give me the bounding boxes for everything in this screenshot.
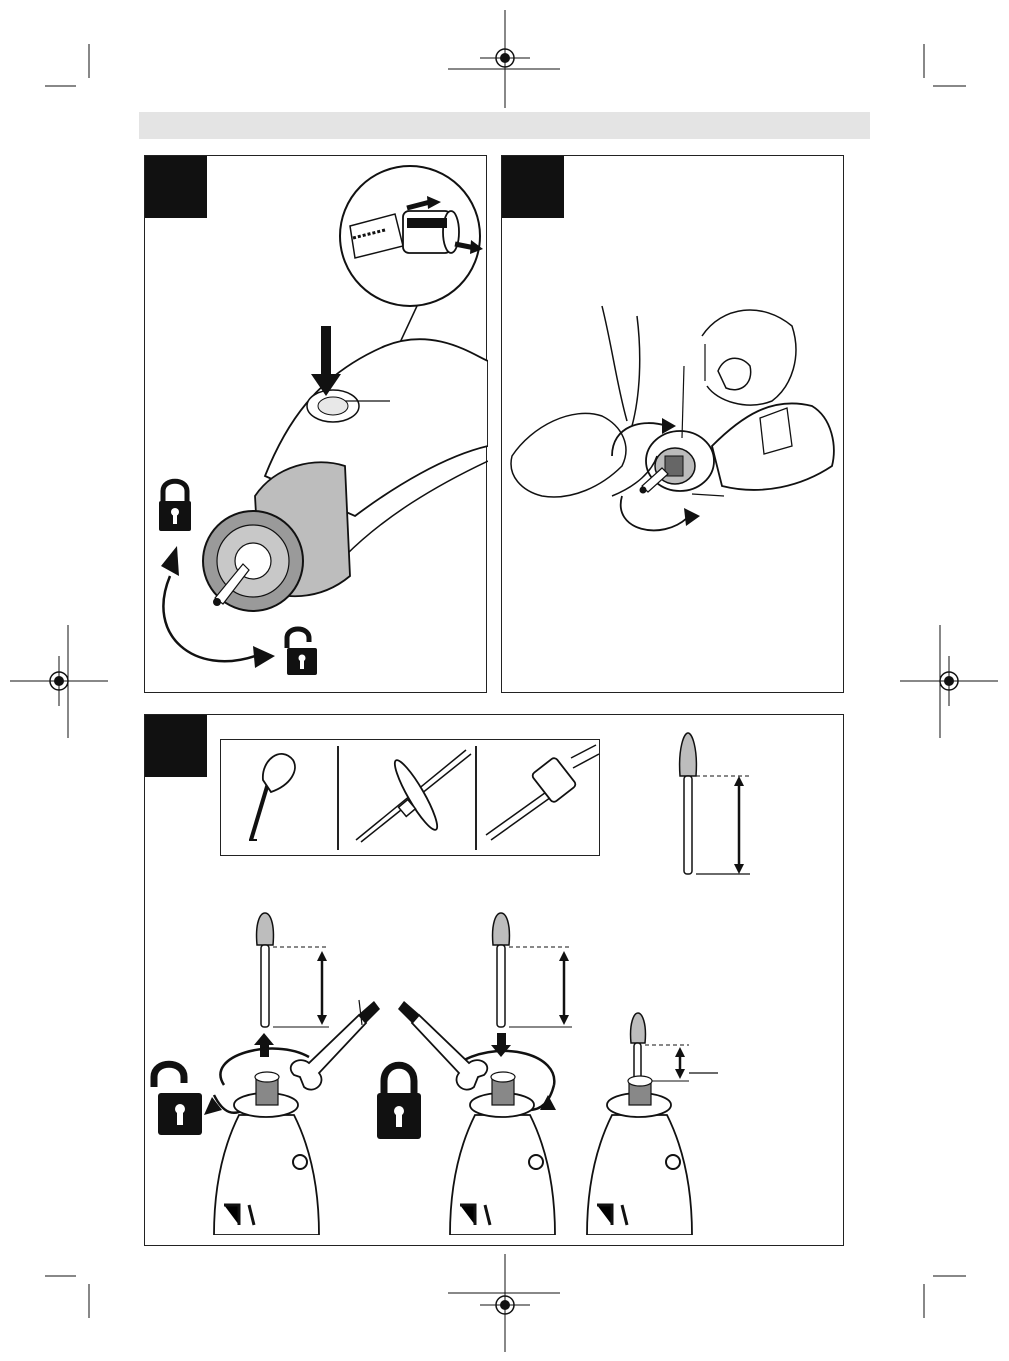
spindle-lock-button-icon (307, 390, 359, 422)
tool-lock-illustration (145, 156, 488, 694)
registration-mark-left (10, 656, 108, 706)
grinding-stone-accessory (249, 754, 295, 840)
figure-panel-b (501, 155, 844, 693)
lock-icon (377, 1065, 421, 1139)
unlock-icon (287, 629, 317, 675)
registration-mark-top (480, 10, 530, 108)
hand-tightening-illustration (502, 156, 845, 694)
lock-icon (159, 481, 191, 531)
cutting-disc-accessory (356, 750, 471, 842)
figure-number-tab (145, 715, 207, 777)
registration-mark-right (900, 656, 998, 706)
mandrel-accessory (486, 745, 599, 840)
push-arrow-icon (254, 1033, 274, 1057)
unlock-icon (154, 1064, 202, 1135)
battery-inset (340, 166, 483, 306)
registration-mark-bottom (480, 1254, 530, 1352)
figure-panel-a (144, 155, 487, 693)
bit-insertion-sequence (144, 905, 844, 1235)
accessory-shank-length-diagram (660, 728, 760, 888)
header-bar (139, 112, 870, 139)
step-1-remove-bit (154, 913, 380, 1235)
step-3-bit-inserted (587, 1013, 718, 1235)
push-arrow-icon (491, 1033, 511, 1057)
step-2-insert-bit (377, 913, 572, 1235)
wrench-icon (291, 1001, 380, 1090)
collet-nut-icon (203, 511, 303, 611)
accessory-examples-strip (220, 739, 600, 856)
